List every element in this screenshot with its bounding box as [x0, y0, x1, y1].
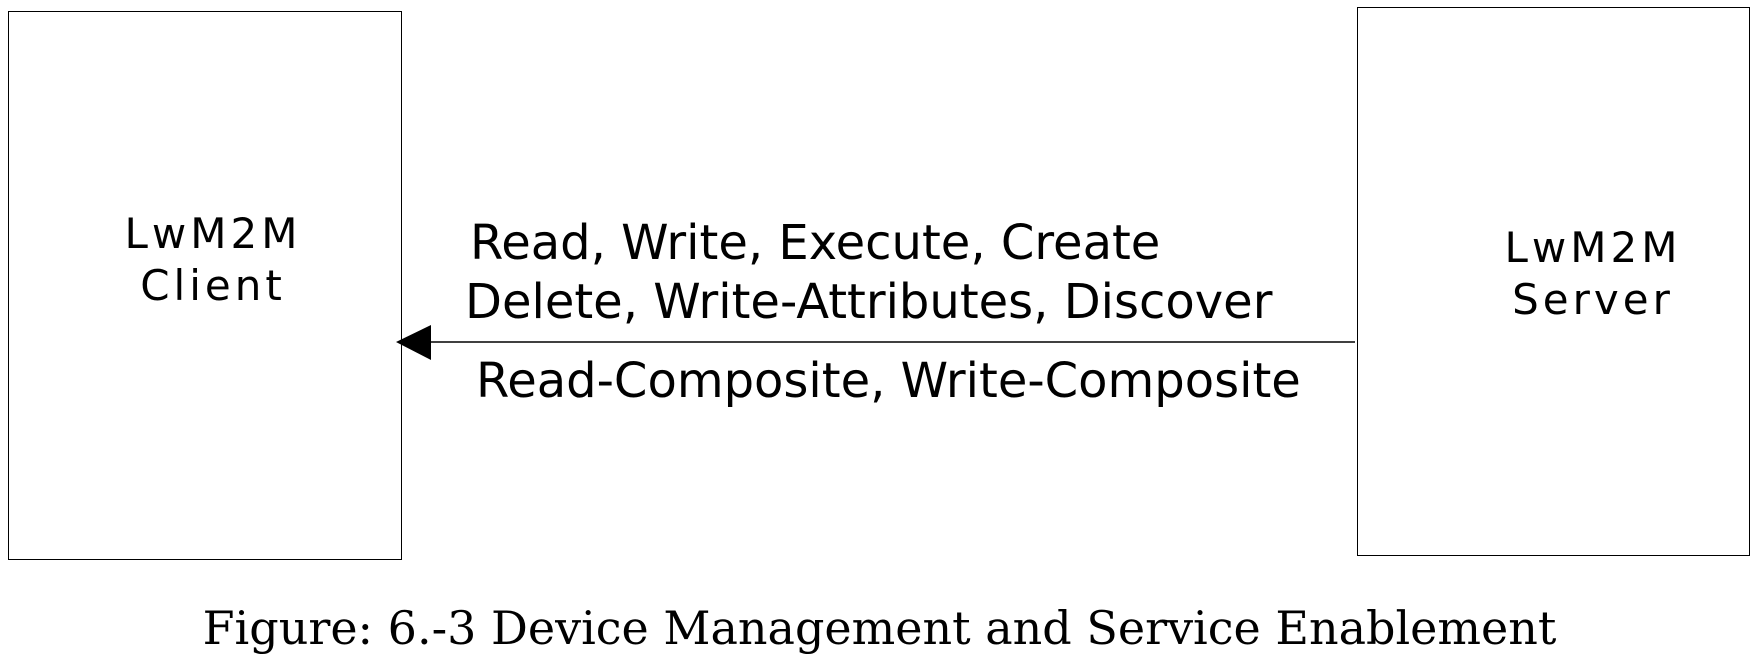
- client-label: LwM2M Client: [98, 208, 328, 312]
- figure-caption: Figure: 6.-3 Device Management and Servi…: [202, 601, 1557, 655]
- lwm2m-client-box: [8, 11, 402, 560]
- server-label-line2: Server: [1512, 275, 1674, 324]
- message-line-3: Read-Composite, Write-Composite: [476, 353, 1301, 409]
- message-line-1: Read, Write, Execute, Create: [470, 215, 1161, 271]
- server-label: LwM2M Server: [1478, 222, 1708, 326]
- server-label-line1: LwM2M: [1504, 223, 1682, 272]
- client-label-line2: Client: [140, 261, 286, 310]
- lwm2m-server-box: [1357, 7, 1750, 556]
- message-line-2: Delete, Write-Attributes, Discover: [465, 274, 1273, 330]
- client-label-line1: LwM2M: [124, 209, 302, 258]
